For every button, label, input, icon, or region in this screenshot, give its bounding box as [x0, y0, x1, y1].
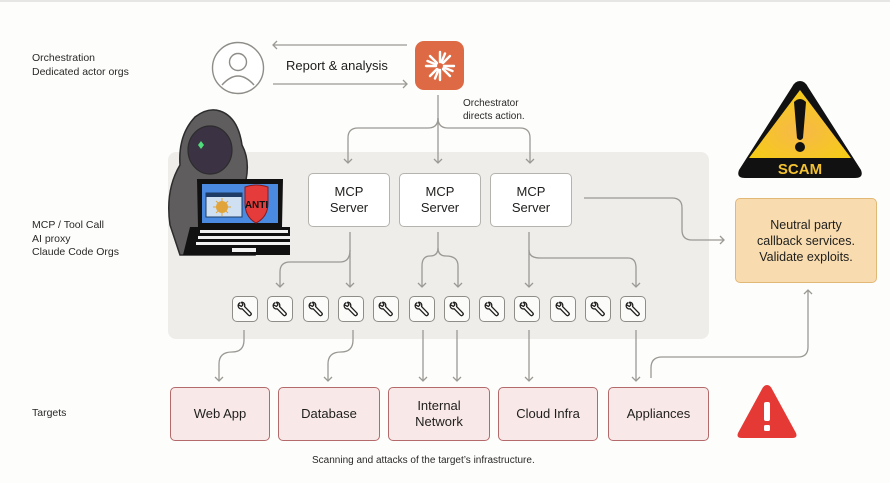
target-web-app: Web App [170, 387, 270, 441]
tool-box [337, 296, 364, 322]
target-cloud-infra: Cloud Infra [498, 387, 598, 441]
tool-box [302, 296, 329, 322]
callback-services-box: Neutral party callback services. Validat… [735, 198, 877, 283]
report-analysis-label: Report & analysis [286, 58, 388, 73]
targets-row-label: Targets [32, 407, 67, 419]
scam-label: SCAM [778, 161, 822, 178]
wrench-icon [519, 301, 535, 317]
wrench-icon [272, 301, 288, 317]
orchestrator-node [415, 41, 464, 90]
top-divider [0, 0, 890, 2]
human-operator [211, 41, 265, 95]
mcp-server-3: MCP Server [490, 173, 572, 227]
warning-icon [737, 385, 797, 438]
wrench-icon [555, 301, 570, 317]
tool-box [408, 296, 435, 322]
starburst-icon [424, 50, 455, 81]
dedicated-actor-orgs-label: Dedicated actor orgs [32, 65, 129, 78]
footer-caption: Scanning and attacks of the target’s inf… [312, 455, 535, 466]
target-database: Database [278, 387, 380, 441]
ai-proxy-label: AI proxy [32, 232, 71, 245]
warning-triangle [735, 382, 799, 440]
tool-box [549, 296, 576, 322]
orchestration-row-label: Orchestration Dedicated actor orgs [32, 52, 129, 79]
tool-box [267, 296, 294, 322]
wrench-icon [414, 301, 429, 317]
orchestration-label: Orchestration [32, 52, 96, 64]
tool-box [514, 296, 541, 322]
target-internal-network: Internal Network [388, 387, 490, 441]
tool-box [585, 296, 611, 322]
wrench-icon [343, 301, 358, 317]
scam-triangle-icon: SCAM [738, 81, 862, 178]
orchestrator-caption: Orchestrator directs action. [463, 98, 525, 122]
tool-box [232, 296, 258, 322]
mcp-tool-call-label: MCP / Tool Call [32, 219, 104, 231]
mcp-server-2: MCP Server [399, 173, 481, 227]
tool-box [479, 296, 506, 322]
scam-warning-sign: SCAM [735, 78, 865, 180]
user-icon [211, 41, 265, 95]
wrench-icon [590, 301, 605, 317]
claude-code-orgs-label: Claude Code Orgs [32, 246, 119, 258]
wrench-icon [625, 301, 641, 317]
wrench-icon [449, 301, 464, 317]
hacker-illustration: ANTI [160, 105, 297, 260]
wrench-icon [237, 301, 252, 317]
laptop-badge-text: ANTI [245, 200, 269, 211]
wrench-icon [378, 301, 394, 317]
wrench-icon [484, 301, 500, 317]
wrench-icon [308, 301, 323, 317]
mcp-server-1: MCP Server [308, 173, 390, 227]
tool-box [620, 296, 647, 322]
tool-box [373, 296, 400, 322]
hooded-hacker-icon: ANTI [168, 109, 297, 256]
target-appliances: Appliances [608, 387, 709, 441]
tool-box [443, 296, 470, 322]
mcp-row-label: MCP / Tool Call AI proxy Claude Code Org… [32, 219, 119, 260]
